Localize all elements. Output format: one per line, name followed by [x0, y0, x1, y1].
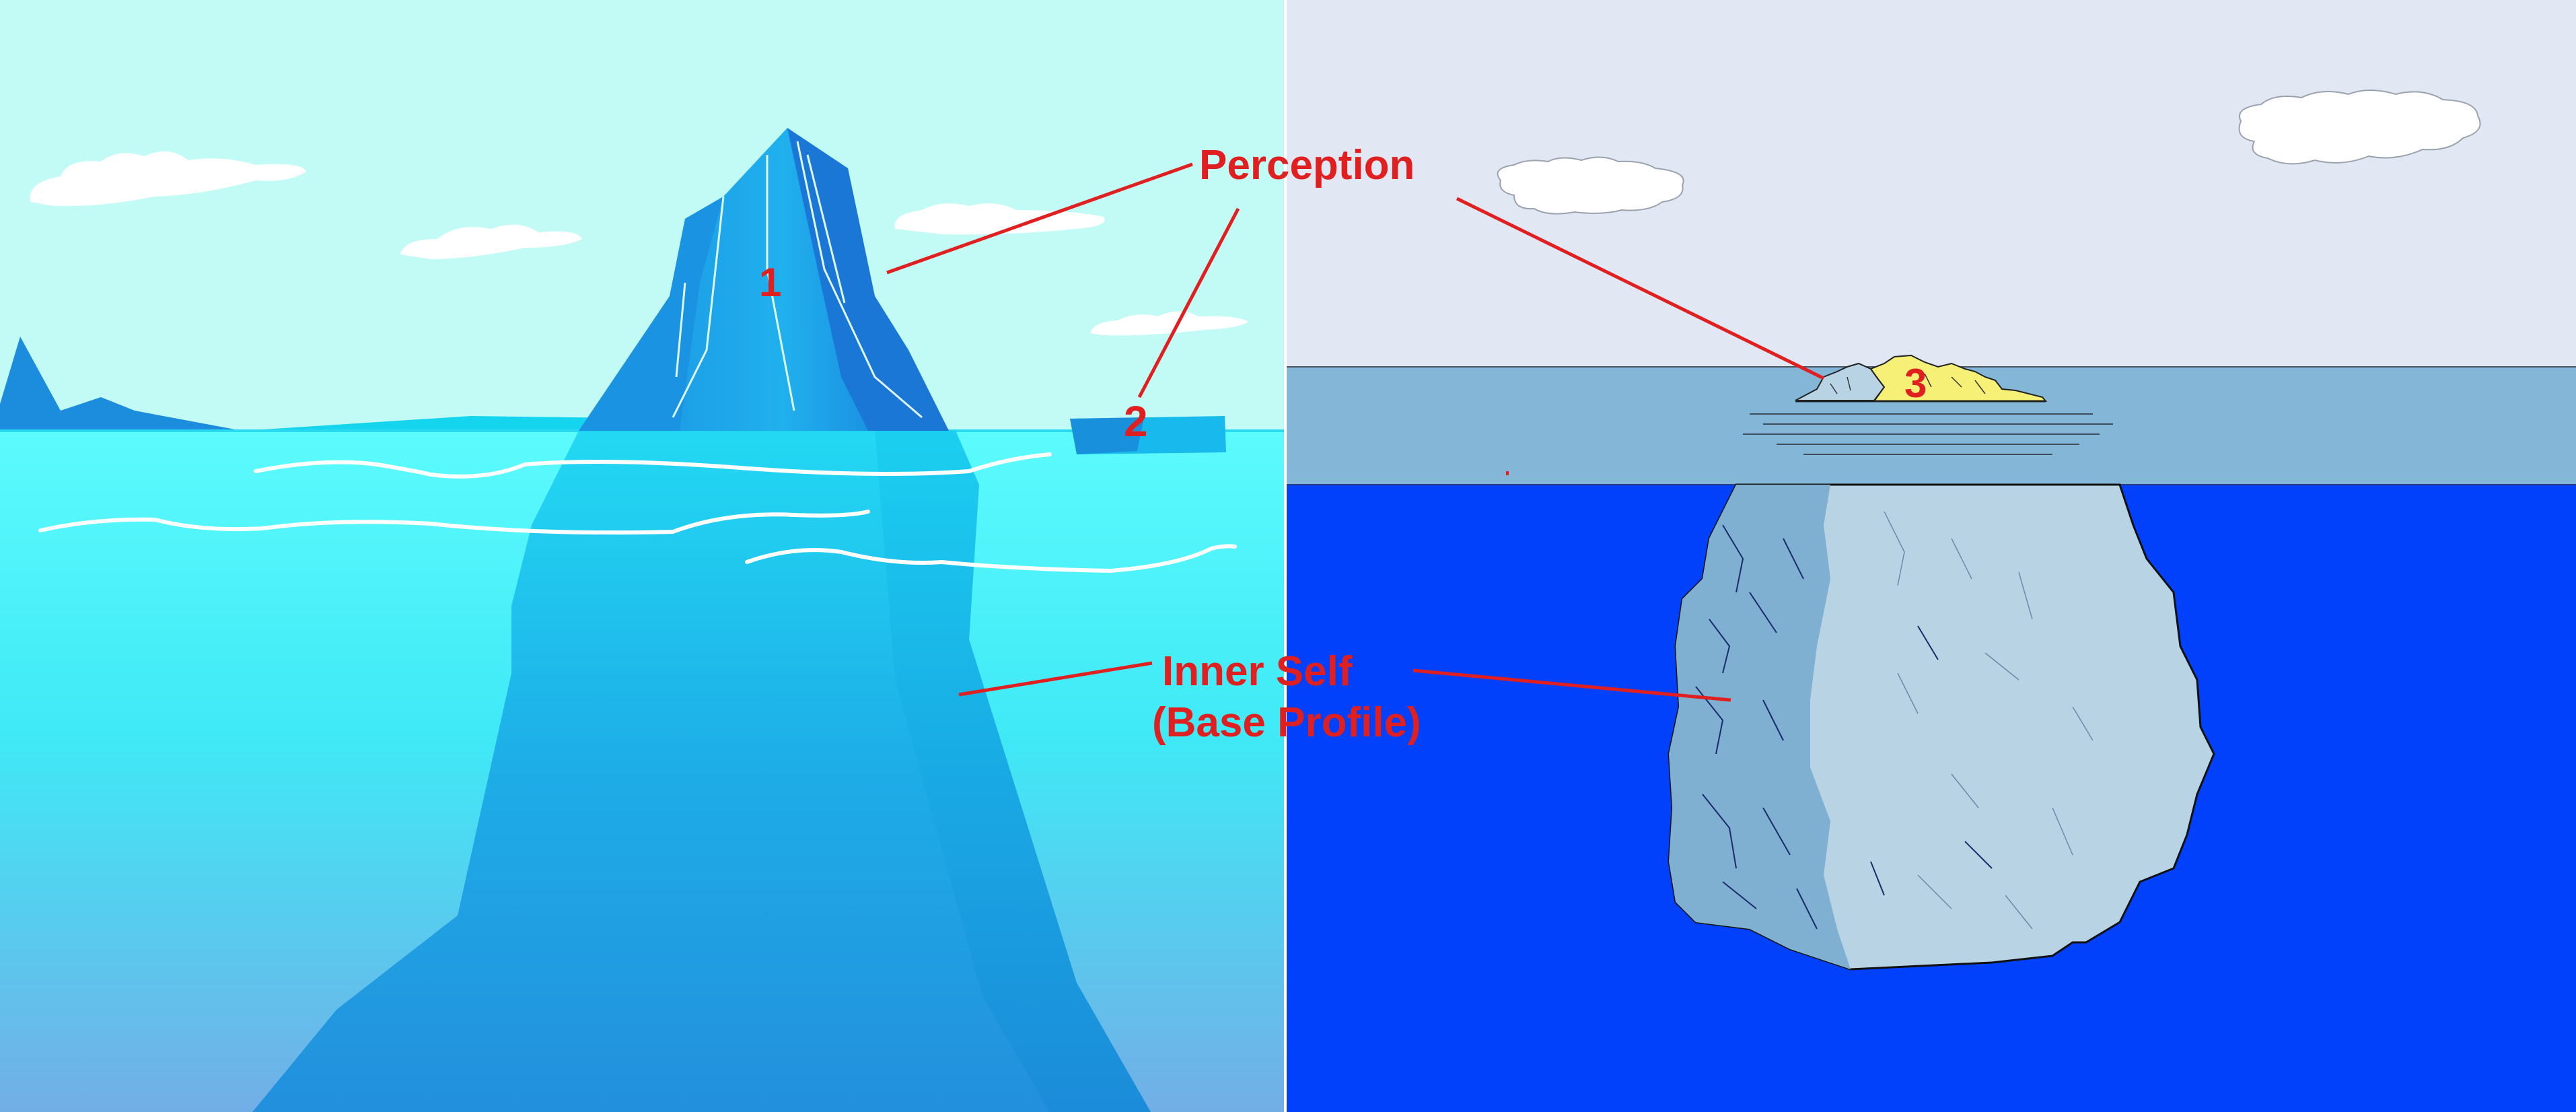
panel-divider [1284, 0, 1287, 1112]
iceberg-icon [1743, 354, 2113, 455]
leader-lines [886, 162, 1825, 702]
iceberg-icon [579, 128, 949, 431]
left-panel [0, 0, 1285, 1112]
cloud-icon [30, 151, 306, 207]
waves [38, 452, 1237, 574]
annotations: Perception Inner Self (Base Profile) 1 2… [759, 142, 1927, 746]
marker-3: 3 [1904, 361, 1927, 406]
cloud-icon [1090, 311, 1248, 336]
iceberg-icon [1668, 483, 2215, 971]
perception-label: Perception [1199, 142, 1415, 188]
base-profile-label: (Base Profile) [1152, 699, 1421, 746]
marker-1: 1 [759, 260, 781, 305]
inner-self-label: Inner Self [1162, 648, 1353, 695]
right-sky [1287, 0, 2576, 368]
cloud-icon [400, 224, 582, 259]
marker-2: 2 [1124, 397, 1148, 446]
right-panel [1287, 0, 2576, 1112]
cloud-icon [894, 203, 1105, 235]
cloud-icon [1497, 156, 1684, 215]
cloud-icon [2238, 90, 2481, 165]
distant-mountain [0, 337, 242, 431]
